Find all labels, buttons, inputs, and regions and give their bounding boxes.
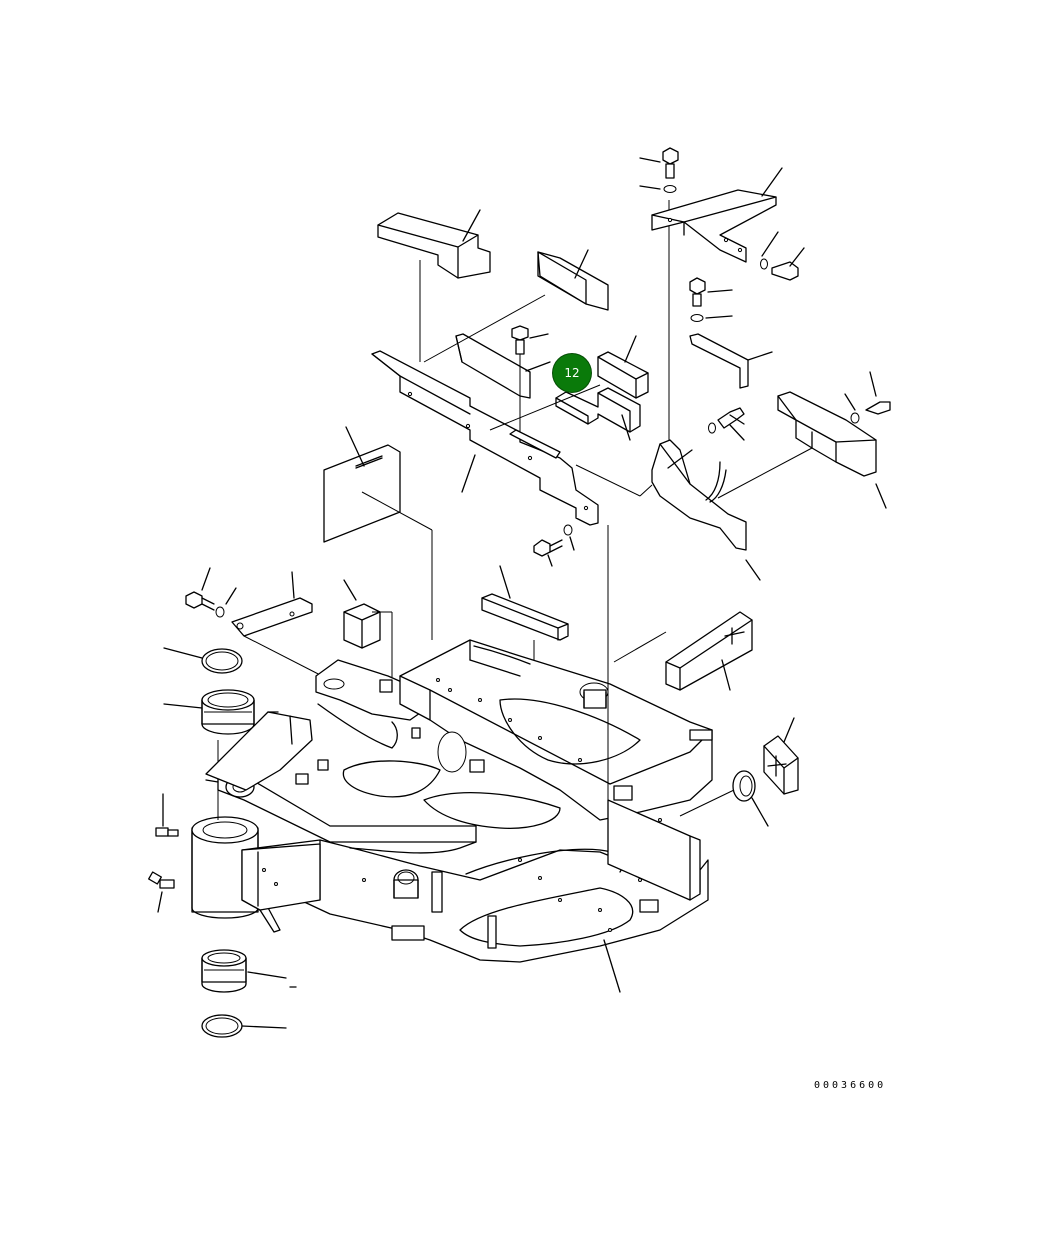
- bracket-small-center: [509, 429, 561, 459]
- cover-bracket-top-right: [651, 167, 783, 263]
- bracket-plate-top: [455, 333, 551, 399]
- hex-bolt-top-right: [639, 147, 679, 485]
- revolving-frame: [205, 525, 713, 993]
- cover-plate-small-1: [537, 249, 609, 311]
- flat-sheet-panel: [323, 426, 433, 640]
- hex-bolt-center: [511, 325, 549, 432]
- o-ring-left-top: [163, 647, 243, 674]
- rubber-block-small: [343, 579, 393, 690]
- rubber-block-long: [481, 565, 569, 680]
- o-ring-left-bottom: [201, 1014, 287, 1038]
- grease-fitting-left-2: [148, 871, 175, 913]
- washer-bolt-right-1: [760, 231, 805, 281]
- lower-bracket-right: [575, 439, 761, 581]
- bolt-washer-right-3: [708, 407, 745, 441]
- bushing-left-top: [163, 689, 255, 735]
- counterweight-block-top: [377, 209, 491, 279]
- bolt-left-top: [185, 567, 237, 618]
- grease-fitting-left-1: [155, 793, 179, 837]
- leader-line-2: [423, 294, 546, 363]
- drawing-number: 00036600: [814, 1080, 887, 1091]
- cover-plate-small-2: [597, 335, 649, 399]
- cover-plate-small-3: [555, 387, 641, 441]
- cover-block-right: [717, 371, 891, 509]
- hex-bolt-right-2: [689, 277, 733, 322]
- link-plate-left: [231, 571, 331, 681]
- rubber-wedge-right: [613, 611, 753, 691]
- callout-badge-12[interactable]: 12: [553, 354, 591, 392]
- leader-line-3: [489, 384, 601, 431]
- bushing-left-bottom: [201, 949, 297, 993]
- main-cover-plate: [371, 350, 599, 526]
- stay-bracket-right: [689, 333, 773, 389]
- rubber-pad-right: [763, 717, 799, 795]
- seal-ring-right: [679, 770, 769, 827]
- bolt-with-washer-mid: [533, 524, 575, 567]
